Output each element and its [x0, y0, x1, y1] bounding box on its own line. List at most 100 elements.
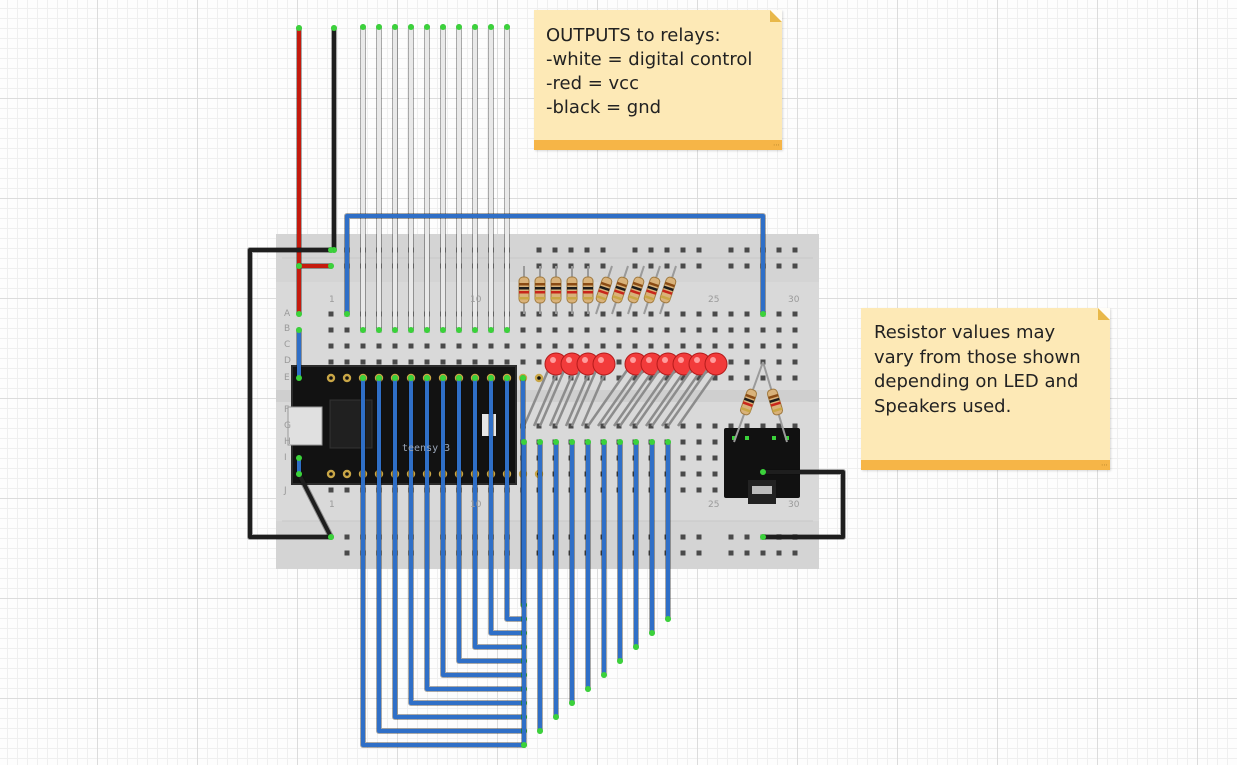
jack-pin	[745, 436, 749, 440]
wire-end	[760, 311, 766, 317]
col-label-10-bottom: 10	[470, 500, 482, 510]
resize-grip-icon[interactable]: ⋯	[773, 141, 780, 149]
wire-end	[408, 375, 414, 381]
rail-hole	[792, 263, 798, 269]
led-leg	[644, 365, 690, 427]
black-wire	[248, 248, 333, 539]
wire-end	[408, 327, 414, 333]
wire-end	[617, 658, 623, 664]
hole	[440, 343, 446, 349]
note-line: Speakers used.	[874, 395, 1012, 417]
resistor-band	[745, 393, 756, 400]
wire-end	[328, 263, 334, 269]
hole	[408, 343, 414, 349]
resistor-band	[583, 291, 593, 294]
led-leg	[628, 365, 674, 427]
note-line: -black = gnd	[546, 97, 662, 118]
wire-end	[296, 311, 302, 317]
wire-end	[392, 327, 398, 333]
hole	[552, 423, 558, 429]
wire-end	[360, 24, 366, 30]
wire-end	[328, 534, 334, 540]
resistor-group	[518, 265, 788, 443]
audio-jack	[724, 428, 800, 504]
wire-end	[520, 375, 526, 381]
wire-end	[440, 24, 446, 30]
blue-wire	[473, 376, 526, 649]
hole	[664, 423, 670, 429]
resistor-band	[535, 291, 545, 294]
resistor-band	[630, 289, 641, 295]
rail-hole	[744, 263, 750, 269]
hole	[584, 343, 590, 349]
resistor	[595, 276, 613, 304]
hole	[680, 455, 686, 461]
rail-hole	[696, 550, 702, 556]
resistor-band	[615, 285, 626, 292]
rail-hole	[776, 550, 782, 556]
led	[592, 352, 616, 376]
led-leg	[554, 365, 584, 427]
hole	[600, 311, 606, 317]
wire-end	[504, 327, 510, 333]
hole	[696, 439, 702, 445]
hole	[696, 375, 702, 381]
hole	[744, 327, 750, 333]
col-label-25-top: 25	[708, 295, 719, 305]
led-leg	[634, 365, 680, 427]
hole	[744, 311, 750, 317]
hole	[776, 343, 782, 349]
rail-hole	[696, 263, 702, 269]
resistor-band	[742, 401, 753, 407]
resistor-band	[600, 281, 611, 288]
hole	[792, 359, 798, 365]
resistor-band	[646, 289, 657, 295]
row-label-c: C	[284, 340, 290, 350]
blue-wire	[505, 376, 526, 621]
bottom-power-rail	[276, 521, 819, 569]
hole	[648, 311, 654, 317]
resistor-band	[519, 287, 529, 290]
led-highlight	[566, 357, 572, 363]
hole	[760, 423, 766, 429]
resistor	[550, 276, 562, 304]
resistor-band	[583, 283, 593, 286]
resistor-band	[535, 283, 545, 286]
resistor	[643, 276, 661, 304]
hole	[792, 311, 798, 317]
resistor-band	[599, 285, 610, 292]
resistor-band	[535, 297, 545, 300]
rail-hole	[744, 550, 750, 556]
wire-end	[504, 375, 510, 381]
resistor-band	[772, 407, 783, 413]
wire-end	[424, 327, 430, 333]
hole	[680, 471, 686, 477]
resistor-band	[631, 285, 642, 292]
col-label-25-bottom: 25	[708, 500, 719, 510]
hole	[408, 359, 414, 365]
resistor-band	[647, 285, 658, 292]
blue-wire	[425, 376, 526, 691]
wire-end	[376, 327, 382, 333]
hole	[712, 311, 718, 317]
wire-group	[247, 24, 846, 748]
blue-wire	[345, 214, 765, 316]
wire-end	[537, 728, 543, 734]
resistor-band	[628, 295, 639, 301]
resize-grip-icon[interactable]: ⋯	[1101, 461, 1108, 469]
wire-end	[408, 24, 414, 30]
hole	[520, 327, 526, 333]
resistor-band	[598, 289, 609, 295]
resistor-band	[583, 297, 593, 300]
hole	[456, 359, 462, 365]
resistor-band	[535, 287, 545, 290]
jack-pin	[732, 436, 736, 440]
note-line: OUTPUTS to relays:	[546, 25, 721, 46]
hole	[552, 327, 558, 333]
hole	[792, 343, 798, 349]
hole	[712, 487, 718, 493]
rail-hole	[680, 247, 686, 253]
wire-end	[569, 439, 575, 445]
rail-hole	[728, 263, 734, 269]
hole	[520, 359, 526, 365]
